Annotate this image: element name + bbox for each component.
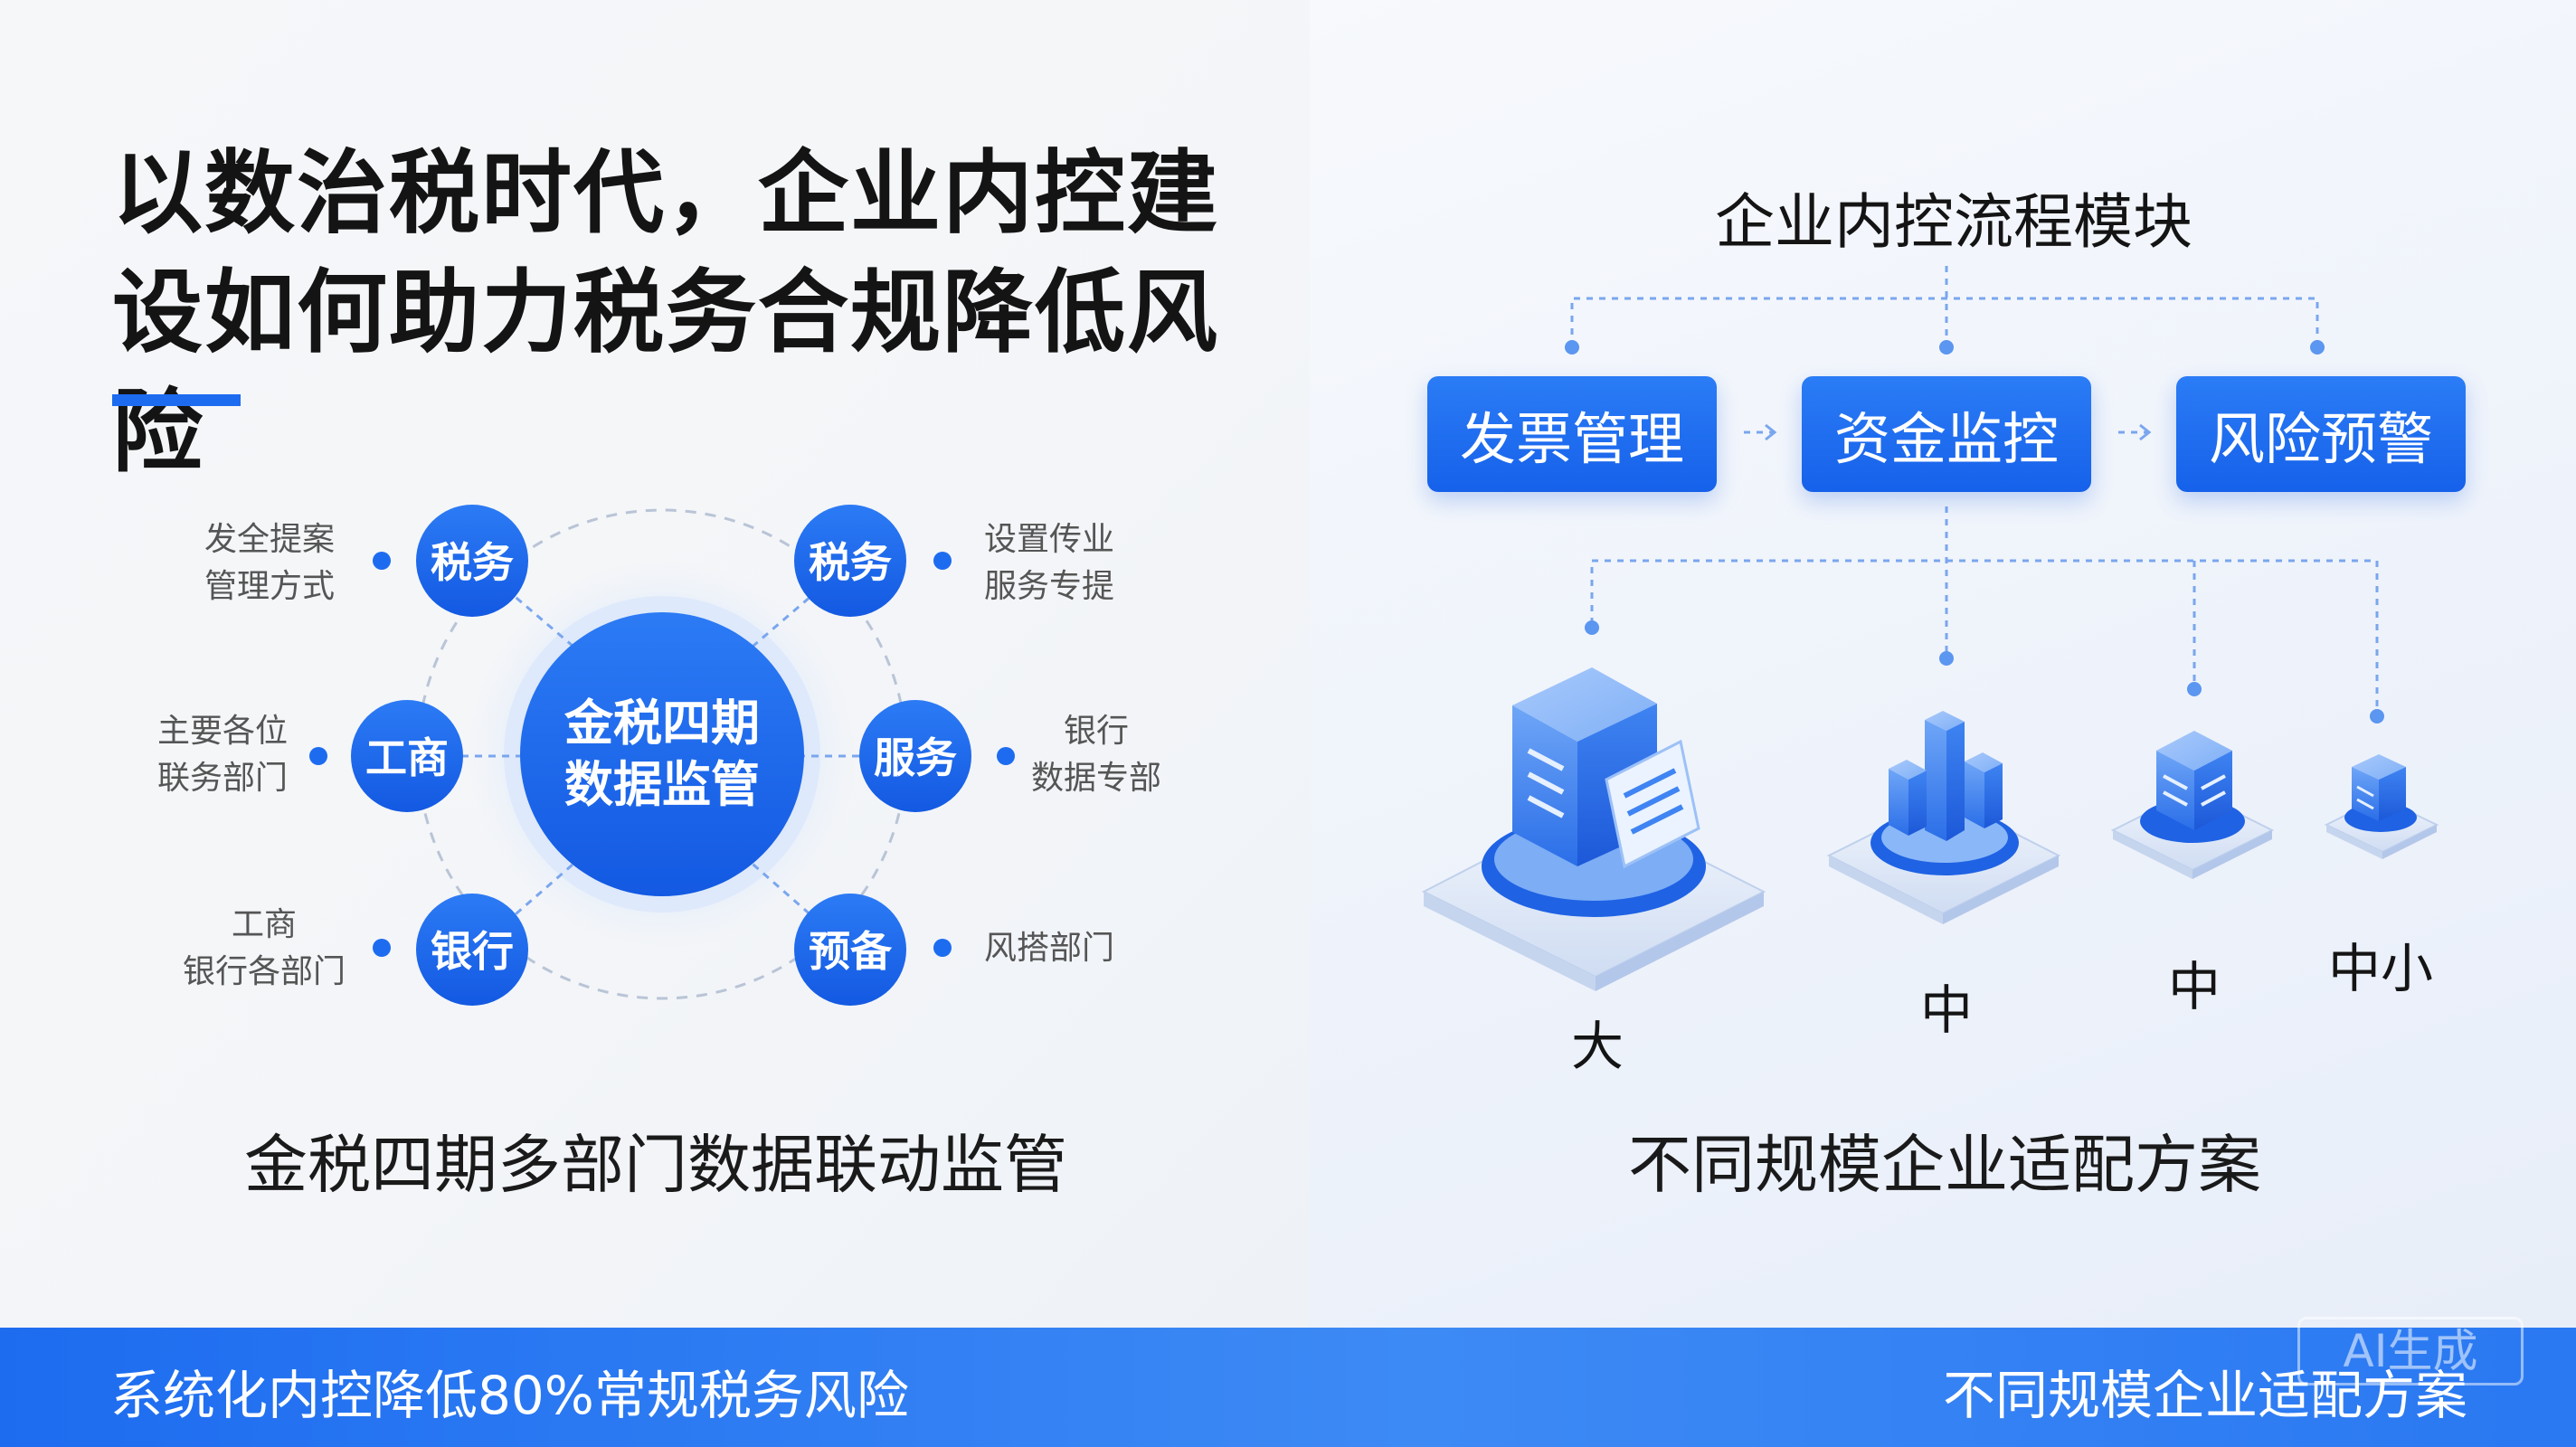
- side-label-2a: 设置传业: [984, 521, 1114, 558]
- module-invoice-button[interactable]: 发票管理: [1427, 376, 1717, 492]
- connector-dots: [1565, 340, 2384, 724]
- flow-title: 企业内控流程模块: [1715, 187, 2192, 257]
- title-accent-bar: [112, 394, 241, 406]
- side-label-1a: 发全提案: [204, 521, 335, 558]
- side-label-5a: 工商: [232, 906, 297, 943]
- node-service[interactable]: 服务: [859, 700, 971, 812]
- side-label-4a: 银行: [1064, 713, 1129, 750]
- side-label-2b: 服务专提: [984, 568, 1114, 605]
- size-label-medium: 中: [1919, 979, 1973, 1041]
- side-label-1b: 管理方式: [204, 568, 335, 605]
- node-label: 工商: [365, 733, 449, 782]
- radial-diagram: 金税四期 数据监管 税务 税务 工商 服务 银行 预备: [157, 505, 1161, 1006]
- left-caption: 金税四期多部门数据联动监管: [244, 1128, 1067, 1202]
- node-label: 服务: [874, 733, 957, 782]
- node-label: 税务: [431, 538, 514, 587]
- center-line2: 数据监管: [564, 756, 760, 813]
- size-label-large: 大: [1570, 1016, 1624, 1077]
- size-label-small: 中小: [2327, 938, 2433, 999]
- right-caption: 不同规模企业适配方案: [1628, 1128, 2261, 1202]
- center-node: [520, 612, 804, 896]
- side-label-4b: 数据专部: [1031, 760, 1161, 797]
- node-warning[interactable]: 预备: [794, 894, 906, 1006]
- footer-left-text: 系统化内控降低80%常规税务风险: [110, 1365, 909, 1426]
- module-funds-button[interactable]: 资金监控: [1802, 376, 2091, 492]
- node-tax-right[interactable]: 税务: [794, 505, 906, 617]
- flow-connectors: [1570, 266, 2379, 714]
- footer-bar: 系统化内控降低80%常规税务风险 不同规模企业适配方案: [0, 1328, 2576, 1447]
- spokes: [407, 561, 914, 951]
- side-label-3b: 联务部门: [157, 760, 288, 797]
- center-line1: 金税四期: [564, 695, 760, 752]
- side-label-3a: 主要各位: [157, 713, 288, 750]
- bullet-dots: [309, 552, 1015, 957]
- node-label: 银行: [431, 927, 514, 976]
- size-label-medium-2: 中: [2167, 956, 2221, 1017]
- building-medium-icon-2: [2110, 731, 2275, 879]
- footer-right-text: 不同规模企业适配方案: [1942, 1365, 2467, 1426]
- node-tax-left[interactable]: 税务: [416, 505, 528, 617]
- building-medium-icon: [1826, 711, 2061, 924]
- node-commerce[interactable]: 工商: [351, 700, 463, 812]
- node-label: 税务: [809, 538, 892, 587]
- side-label-6a: 风搭部门: [984, 930, 1114, 967]
- flow-arrowheads: [1765, 423, 2152, 441]
- page-title: 以数治税时代，企业内控建设如何助力税务合规降低风险: [112, 140, 1219, 485]
- module-risk-button[interactable]: 风险预警: [2176, 376, 2466, 492]
- side-label-5b: 银行各部门: [183, 953, 346, 990]
- ai-generated-badge: AI生成: [2297, 1317, 2524, 1386]
- node-label: 预备: [809, 927, 893, 976]
- node-bank[interactable]: 银行: [416, 894, 528, 1006]
- building-small-icon: [2324, 754, 2439, 859]
- building-large-icon: [1421, 667, 1766, 991]
- diagram-canvas: 金税四期 数据监管 税务 税务 工商 服务 银行 预备: [157, 266, 2439, 1006]
